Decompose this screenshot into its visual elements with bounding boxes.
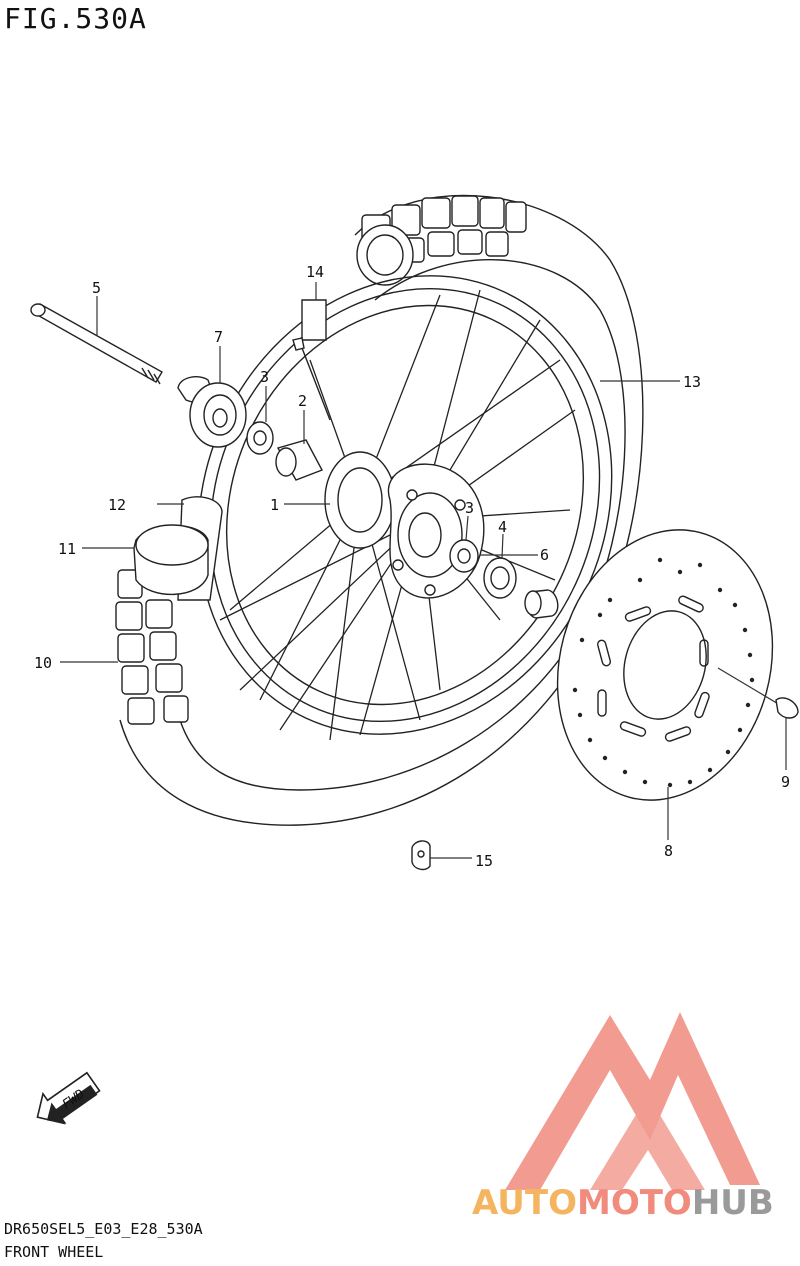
valve: [292, 299, 331, 421]
callout-10: 10: [34, 654, 52, 672]
callout-15: 15: [475, 852, 493, 870]
watermark-moto: MOTO: [577, 1183, 692, 1223]
model-code: DR650SEL5_E03_E28_530A: [4, 1220, 203, 1238]
brake-disc: [556, 529, 774, 801]
balancer-weight: [411, 840, 431, 871]
hub: [324, 451, 485, 599]
callout-5: 5: [92, 279, 101, 297]
watermark-hub: HUB: [692, 1183, 774, 1223]
oil-seal: [483, 557, 517, 599]
callout-9: 9: [781, 773, 790, 791]
figure-title: FIG.530A: [4, 2, 147, 35]
leader-lines: [60, 282, 787, 859]
callout-labels: 1 2 3 3 4 5 6 7 8 9 10 11 12 13 14 15: [34, 263, 790, 870]
speedometer-gearbox: [177, 376, 247, 448]
callout-11: 11: [58, 540, 76, 558]
callout-3-right: 3: [465, 499, 474, 517]
callout-8: 8: [664, 842, 673, 860]
callout-12: 12: [108, 496, 126, 514]
disc-bolt: [717, 667, 799, 719]
callout-3-left: 3: [260, 368, 269, 386]
svg-text:AUTOMOTOHUB: AUTOMOTOHUB: [472, 1183, 774, 1223]
bearing-right: [449, 539, 479, 573]
callout-1: 1: [270, 496, 279, 514]
callout-14: 14: [306, 263, 324, 281]
callout-4: 4: [498, 518, 507, 536]
watermark-logo-icon: [505, 1012, 760, 1190]
spacer-right: [524, 589, 559, 619]
callout-6: 6: [540, 546, 549, 564]
watermark-auto: AUTO: [472, 1183, 577, 1223]
watermark-wordmark: AUTOMOTOHUB: [472, 1183, 774, 1223]
spacer-center: [275, 439, 323, 481]
fwd-arrow: FWD: [36, 1071, 101, 1125]
tube-and-rim-band: [133, 496, 223, 601]
bearing-left: [246, 421, 274, 455]
callout-7: 7: [214, 328, 223, 346]
callout-13: 13: [683, 373, 701, 391]
section-name: FRONT WHEEL: [4, 1243, 104, 1261]
axle: [30, 303, 163, 385]
callout-2: 2: [298, 392, 307, 410]
